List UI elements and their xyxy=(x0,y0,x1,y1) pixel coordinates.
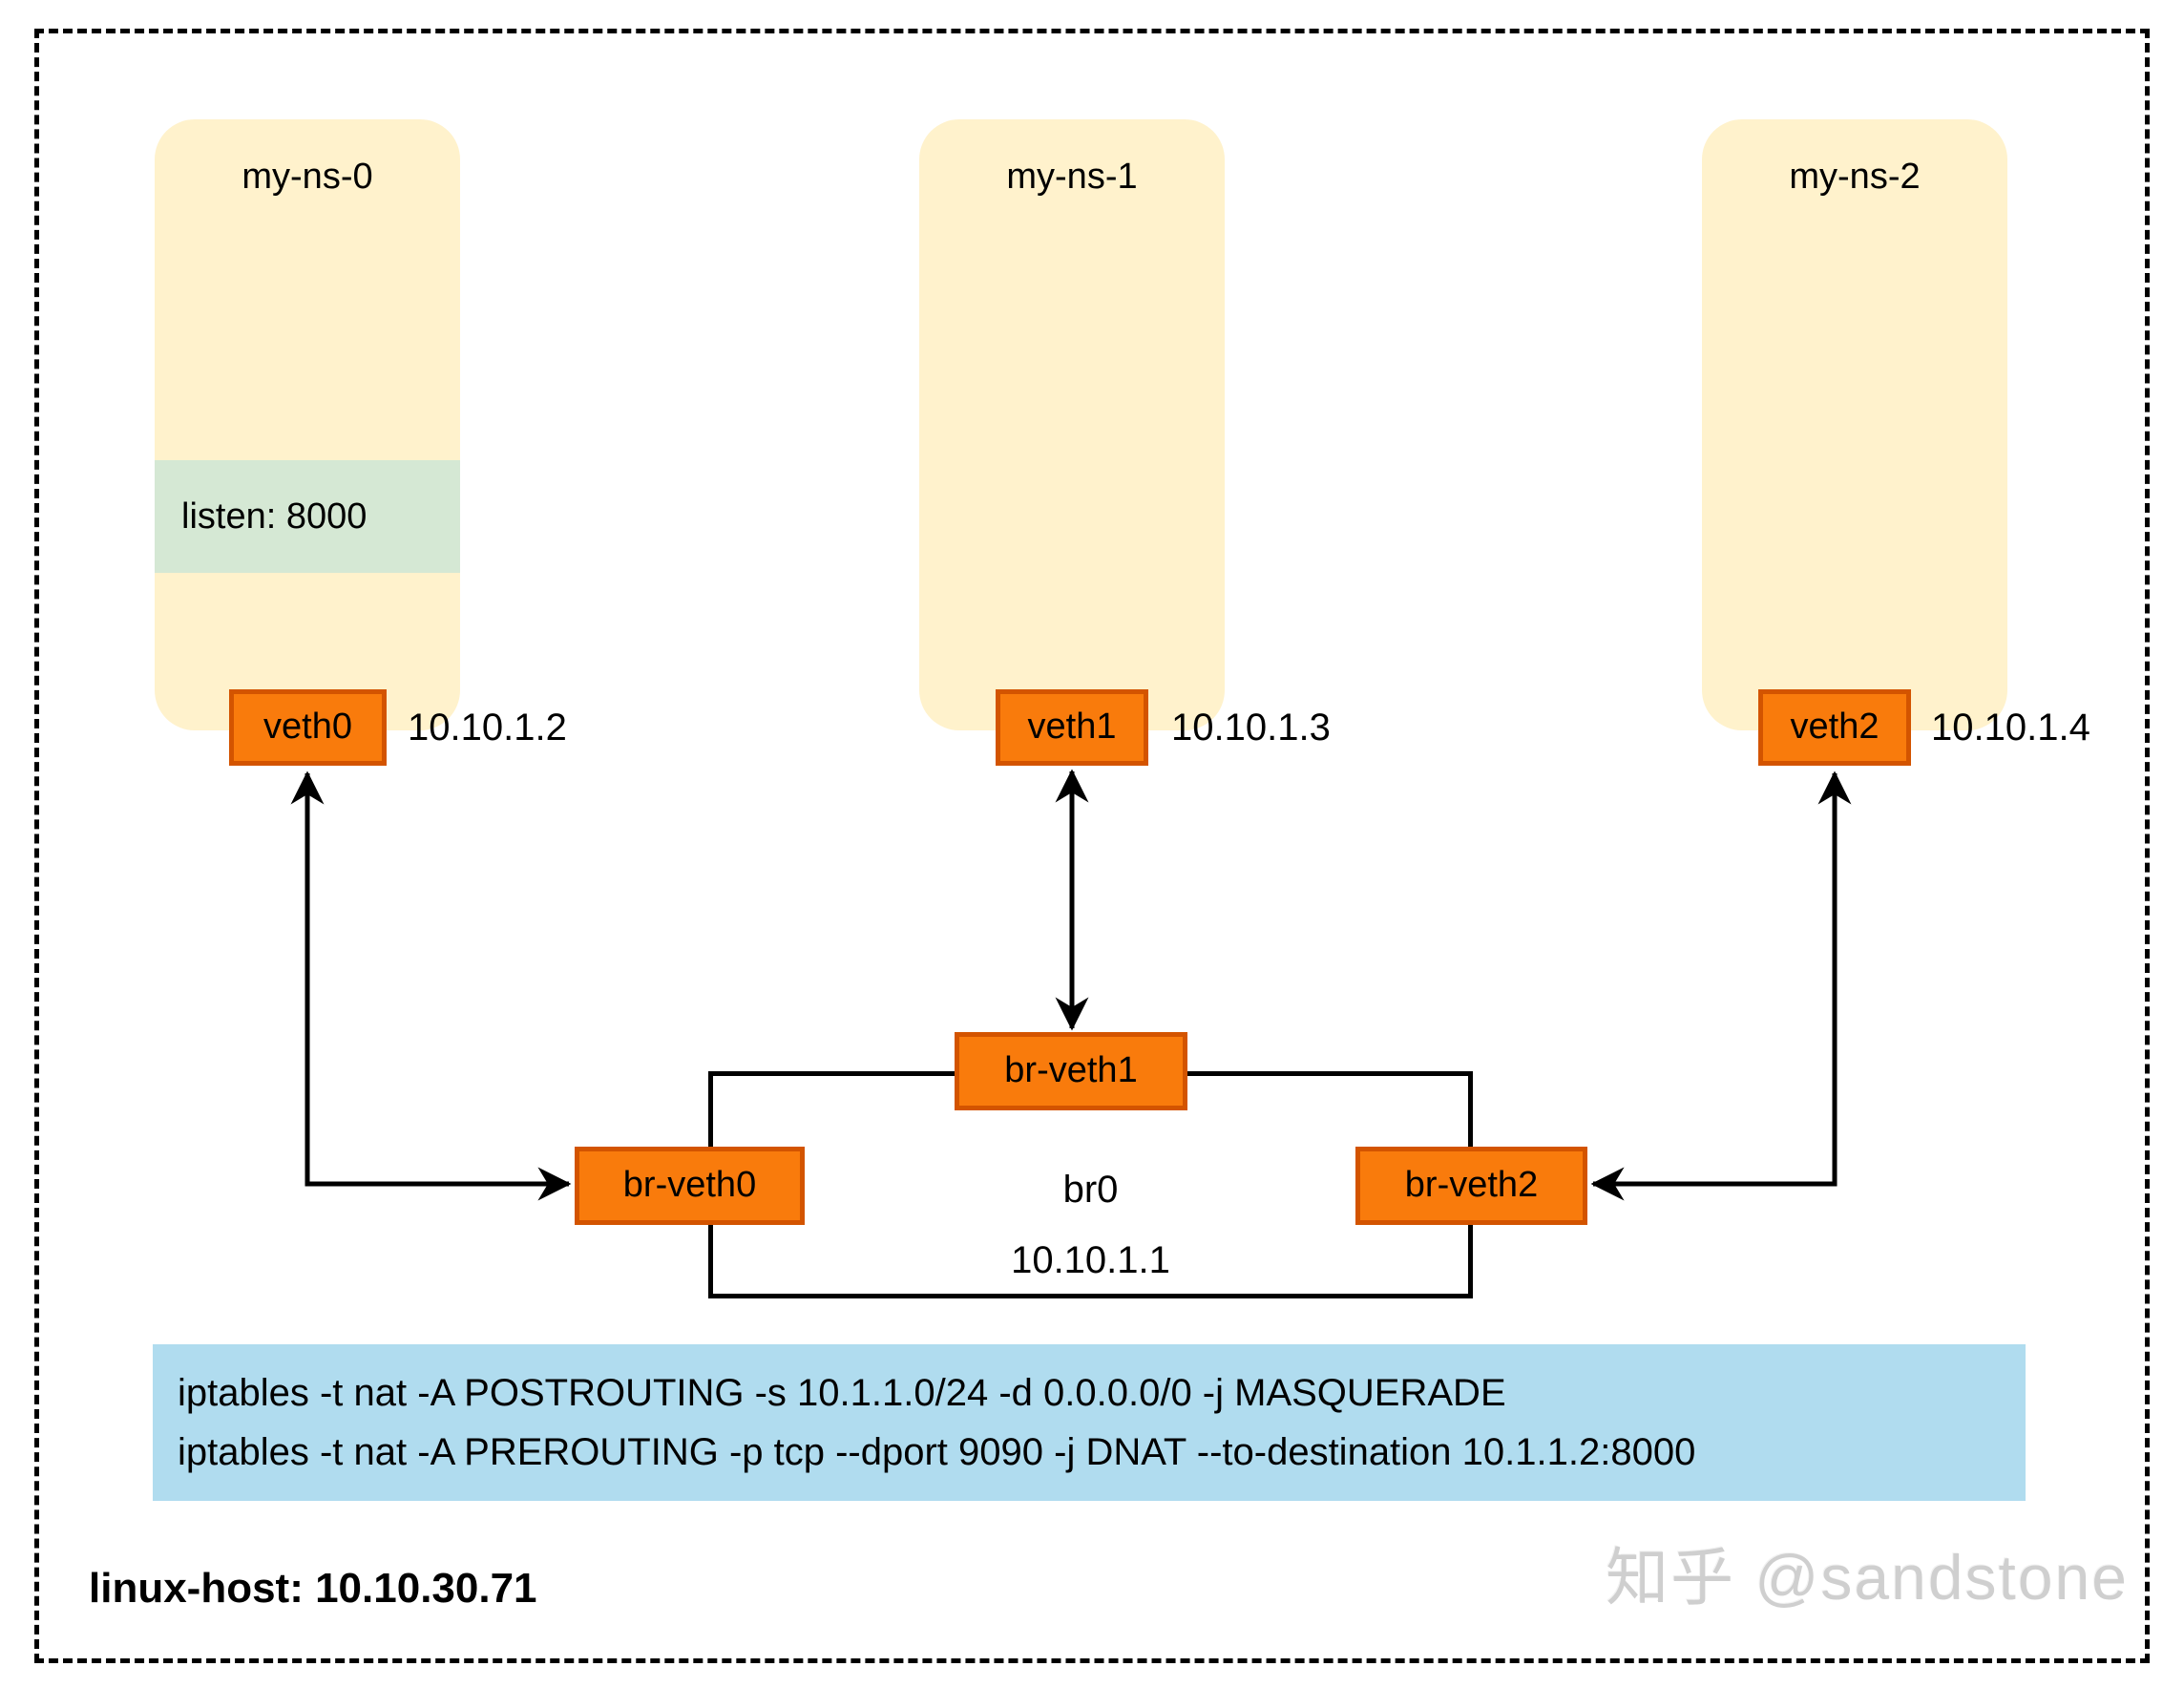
namespace-box-my-ns-0: my-ns-0 listen: 8000 xyxy=(155,119,460,730)
veth0-ip: 10.10.1.2 xyxy=(408,707,567,749)
linux-host-boundary xyxy=(34,29,2150,1663)
veth1-ip: 10.10.1.3 xyxy=(1171,707,1331,749)
linux-host-label: linux-host: 10.10.30.71 xyxy=(89,1565,537,1612)
veth2-box: veth2 xyxy=(1758,689,1911,766)
listen-label: listen: 8000 xyxy=(181,496,368,537)
iptables-rule-prerouting: iptables -t nat -A PREROUTING -p tcp --d… xyxy=(178,1431,1696,1473)
br-veth1-box: br-veth1 xyxy=(955,1032,1187,1110)
veth2-ip: 10.10.1.4 xyxy=(1931,707,2090,749)
namespace-title: my-ns-1 xyxy=(1006,157,1138,197)
veth1-box: veth1 xyxy=(996,689,1148,766)
br-veth0-box: br-veth0 xyxy=(575,1147,805,1225)
watermark: 知乎 @sandstone xyxy=(1606,1542,2129,1613)
iptables-rule-postrouting: iptables -t nat -A POSTROUTING -s 10.1.1… xyxy=(178,1372,1506,1414)
namespace-title: my-ns-0 xyxy=(242,157,373,197)
namespace-box-my-ns-2: my-ns-2 xyxy=(1702,119,2007,730)
iptables-rules-box: iptables -t nat -A POSTROUTING -s 10.1.1… xyxy=(153,1344,2026,1501)
bridge-ip: 10.10.1.1 xyxy=(1011,1239,1170,1281)
listen-band: listen: 8000 xyxy=(155,460,460,573)
namespace-box-my-ns-1: my-ns-1 xyxy=(919,119,1225,730)
veth0-box: veth0 xyxy=(229,689,387,766)
bridge-name: br0 xyxy=(1062,1169,1119,1211)
br-veth2-box: br-veth2 xyxy=(1355,1147,1587,1225)
namespace-title: my-ns-2 xyxy=(1789,157,1921,197)
